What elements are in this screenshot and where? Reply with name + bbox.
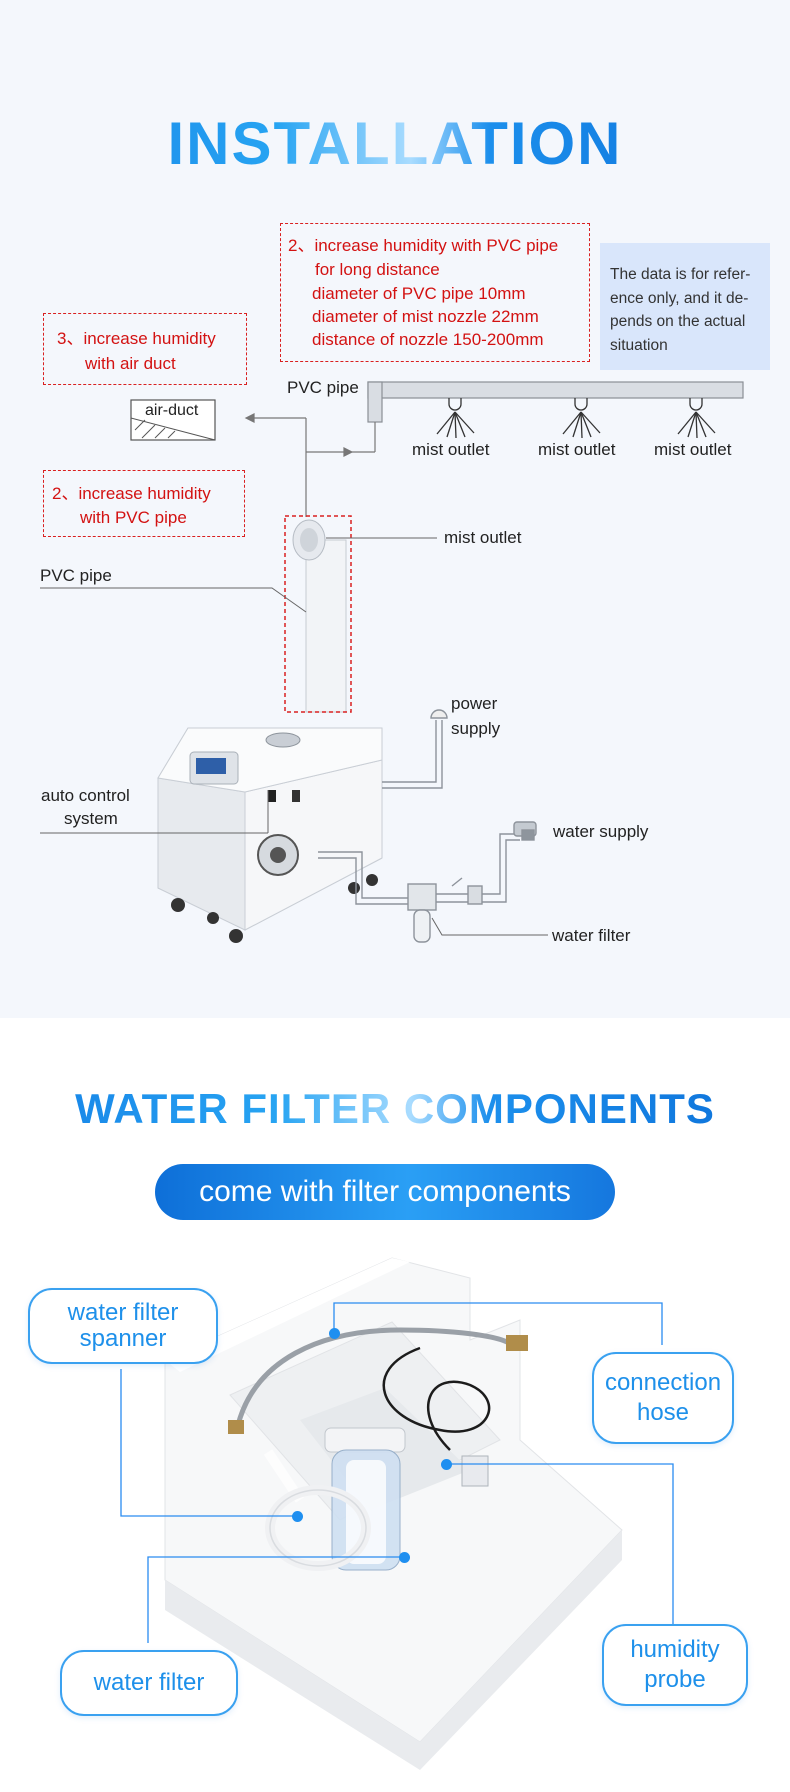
option-pvc-long-line3: diameter of mist nozzle 22mm [312,307,539,326]
components-subtitle-pill: come with filter components [155,1164,615,1220]
probe-marker-dot [441,1459,452,1470]
option-air-duct-line1: 3、increase humidity [57,329,216,348]
probe-head [461,1455,489,1487]
nozzle-3 [677,398,716,439]
components-title: WATER FILTER COMPONENTS [0,1083,790,1135]
routing-lines [244,413,376,517]
humidifier-unit [157,727,383,943]
label-water-filter-spanner: water filter spanner [28,1288,218,1364]
spanner-marker-dot [292,1511,303,1522]
option-pvc-box [43,470,245,537]
label-mist-outlet-2: mist outlet [538,440,616,459]
installation-diagram [40,381,744,943]
reference-note: The data is for refer-ence only, and it … [600,243,770,370]
component-callouts [120,1302,674,1643]
filter-marker-dot [399,1552,410,1563]
installation-section: INSTALLATION [0,0,790,1018]
option-air-duct-line2: with air duct [85,354,176,373]
option-air-duct-box [43,313,247,385]
hose-marker-dot [329,1328,340,1339]
label-hose-line1: connection [604,1369,722,1396]
label-pvc-pipe-top: PVC pipe [287,378,359,397]
outlet-dashed-box [284,515,352,713]
label-water-supply: water supply [553,822,649,841]
label-power-supply-1: power [451,694,498,713]
hose-nut-right [506,1335,528,1351]
label-probe-line2: probe [644,1666,706,1693]
label-mist-outlet-main: mist outlet [444,528,522,547]
option-pvc-long-line4: distance of nozzle 150-200mm [312,330,544,349]
label-water-filter-component: water filter [60,1650,238,1716]
label-mist-outlet-3: mist outlet [654,440,732,459]
label-air-duct: air-duct [145,402,199,419]
nozzle-2 [562,398,601,439]
label-auto-control-1: auto control [41,786,130,805]
option-pvc-line2: with PVC pipe [80,508,187,527]
filter-housing [324,1427,406,1571]
option-pvc-long-line1: for long distance [315,260,440,279]
installation-title: INSTALLATION [0,108,790,180]
label-power-supply-2: supply [451,719,501,738]
hose-nut-left [228,1420,244,1434]
label-water-filter: water filter [552,926,631,945]
probe-cable [382,1346,491,1451]
power-supply-pipe [382,709,448,789]
label-probe-line1: humidity [630,1636,720,1663]
option-pvc-long-heading: 2、increase humidity with PVC pipe [288,236,559,255]
label-spanner-line2: spanner [79,1325,167,1352]
label-hose-line2: hose [636,1399,690,1426]
option-pvc-long-box [280,223,590,362]
label-humidity-probe: humidity probe [602,1624,748,1706]
label-auto-control-2: system [64,809,118,828]
label-connection-hose: connection hose [592,1352,734,1444]
air-duct-shape [130,399,216,441]
mist-outlet-pipe [292,519,347,713]
label-spanner-line1: water filter [67,1299,179,1326]
option-pvc-long-line2: diameter of PVC pipe 10mm [312,284,526,303]
water-pipe [318,821,537,943]
label-pvc-pipe-left: PVC pipe [40,566,112,585]
nozzle-1 [436,398,475,439]
callout-lines [40,537,548,936]
option-pvc-line1: 2、increase humidity [52,484,211,503]
label-mist-outlet-1: mist outlet [412,440,490,459]
